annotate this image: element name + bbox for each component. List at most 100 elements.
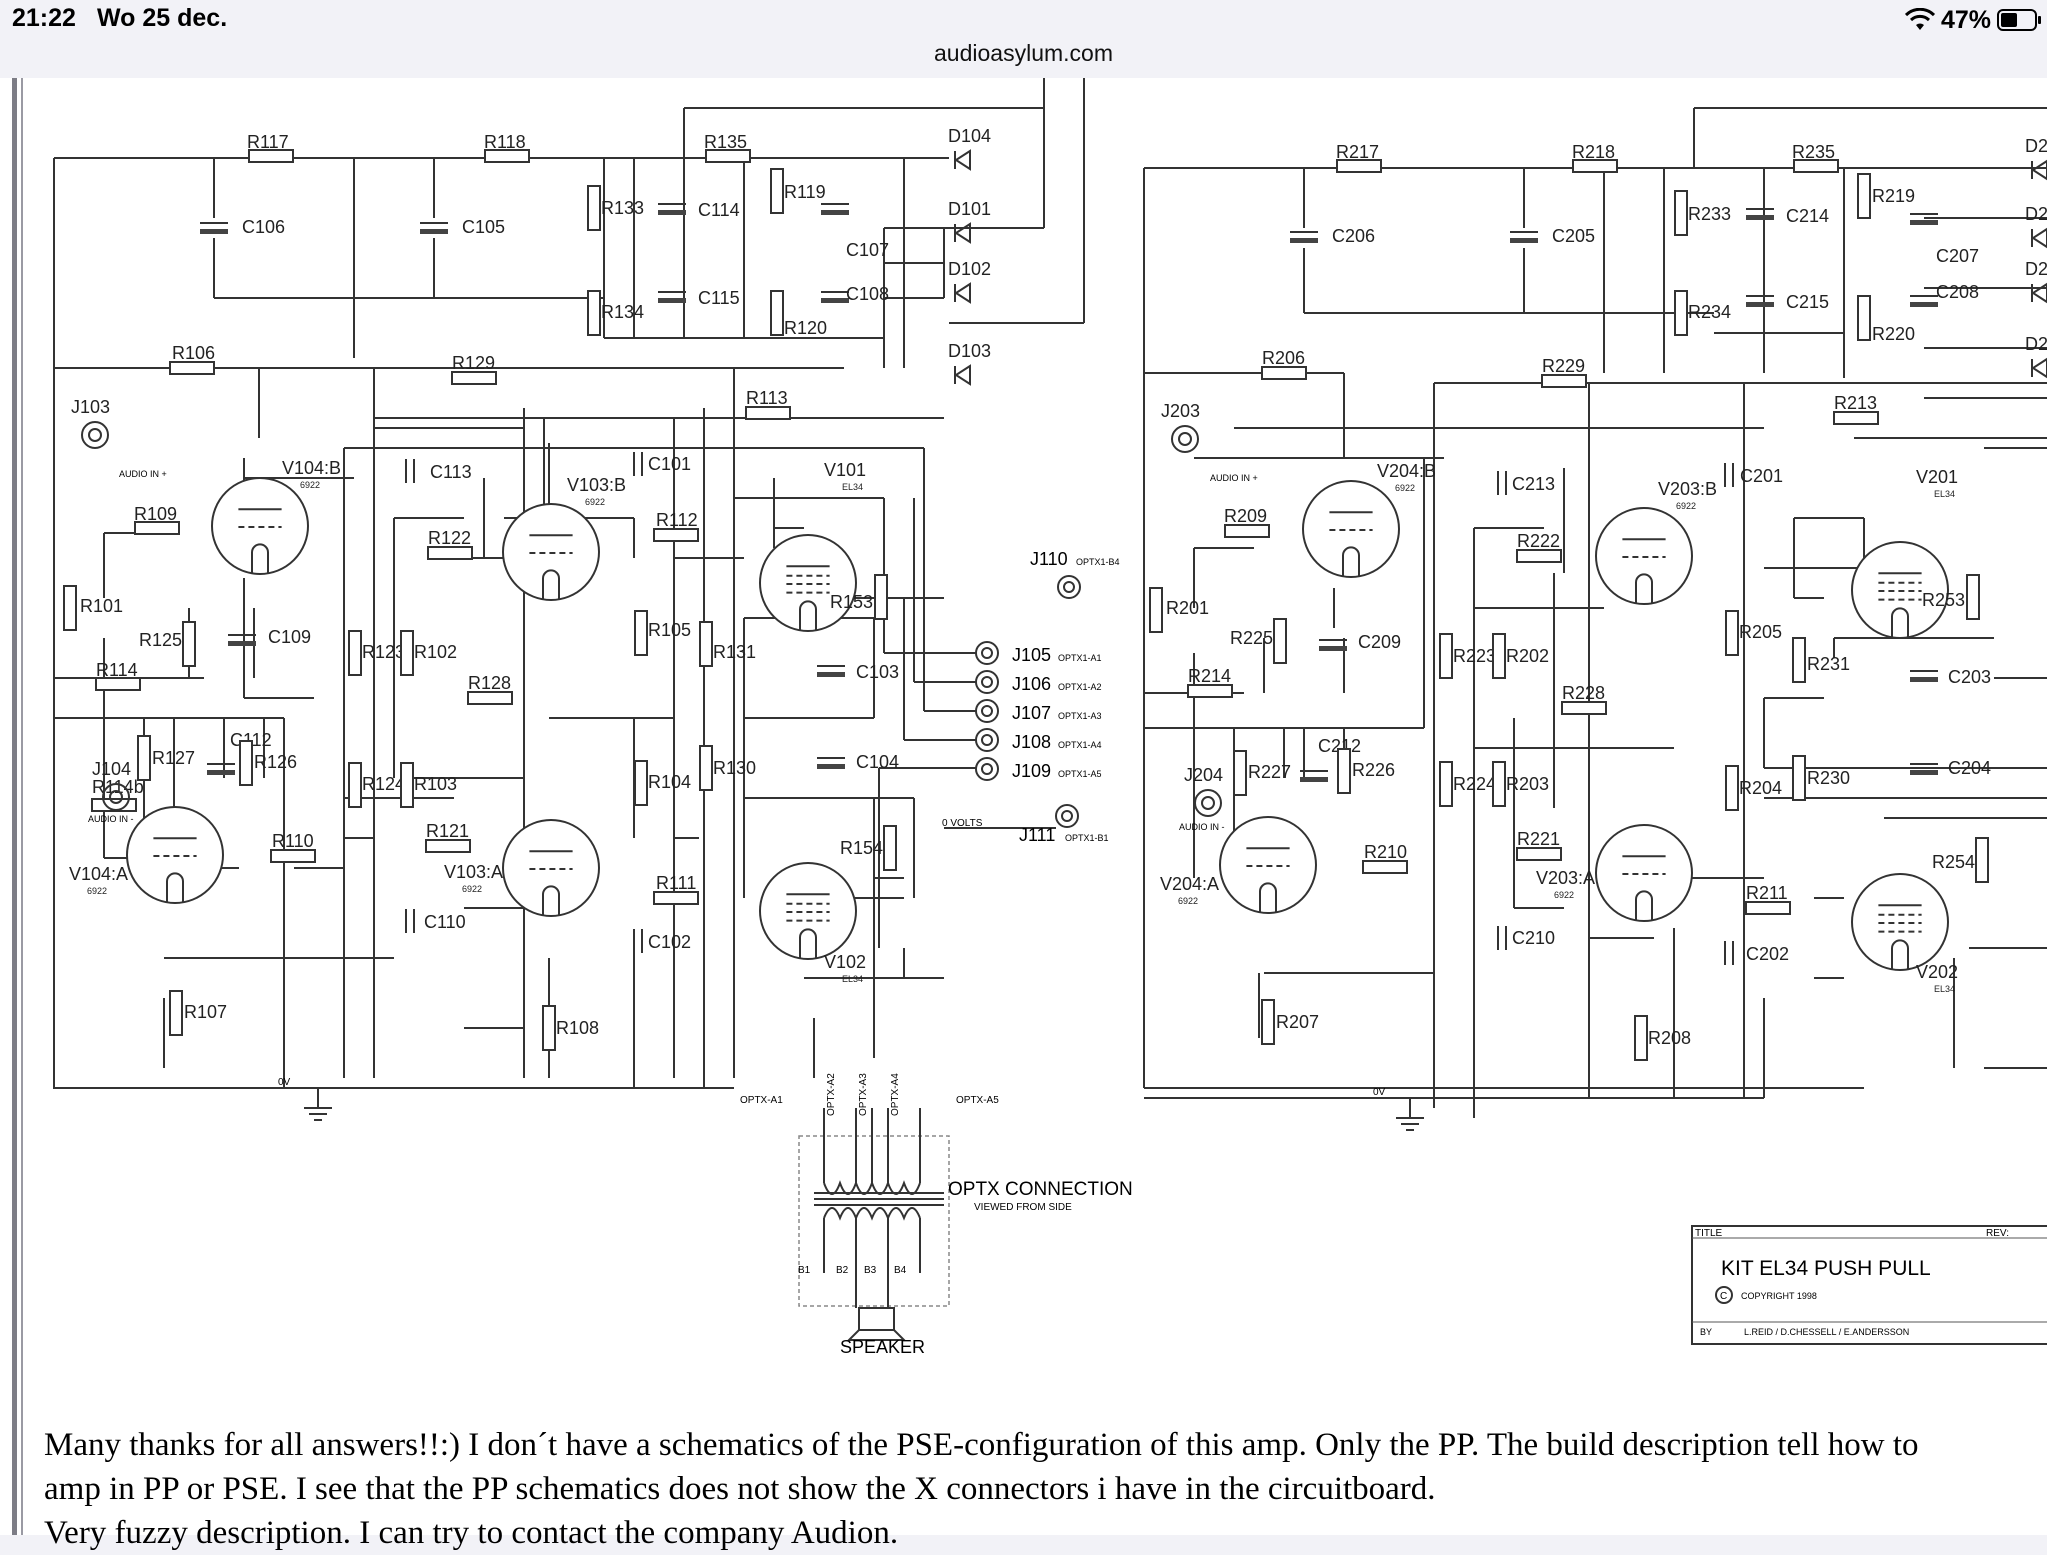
- resistor-label-r125: R125: [139, 630, 182, 650]
- resistor-r110: [270, 849, 316, 863]
- resistor-r205: [1725, 610, 1739, 656]
- resistor-label-r203: R203: [1506, 774, 1549, 794]
- resistor-r224: [1439, 761, 1453, 807]
- resistor-r112: [653, 528, 699, 542]
- capacitor-c103: [817, 665, 845, 677]
- capacitor-label-c105: C105: [462, 217, 505, 237]
- optx-tap-a3: OPTX-A3: [858, 1073, 869, 1116]
- capacitor-c104: [817, 757, 845, 769]
- resistor-label-r204: R204: [1739, 778, 1782, 798]
- url-bar[interactable]: audioasylum.com: [0, 38, 2047, 78]
- capacitor-label-c108: C108: [846, 284, 889, 304]
- post-line-2: amp in PP or PSE. I see that the PP sche…: [44, 1471, 1436, 1507]
- resistor-r121: [425, 839, 471, 853]
- capacitor-c106: [200, 222, 228, 234]
- resistor-r109: [134, 521, 180, 535]
- resistor-label-r118: R118: [484, 132, 526, 152]
- resistor-r217: [1336, 159, 1382, 173]
- secondary-b4: B4: [894, 1265, 907, 1276]
- capacitor-label-c109: C109: [268, 627, 311, 647]
- resistor-r123: [348, 630, 362, 676]
- resistor-label-r108: R108: [556, 1018, 599, 1038]
- optx-transformer: [798, 1108, 950, 1341]
- capacitor-label-c115: C115: [698, 288, 740, 308]
- capacitor-c209: [1319, 639, 1347, 651]
- connector-j109: J109: [1012, 761, 1051, 781]
- resistor-r206: [1261, 366, 1307, 380]
- resistor-label-r135: R135: [704, 132, 747, 152]
- tube-v202: [1851, 873, 1949, 971]
- tube-v102: [759, 862, 857, 960]
- zero-volts-label: 0 VOLTS: [942, 818, 983, 829]
- resistor-r219: [1857, 173, 1871, 219]
- diode-d2: [2031, 159, 2047, 181]
- diode-label-d101: D101: [948, 199, 991, 219]
- optx-label: OPTX CONNECTION: [948, 1179, 1133, 1200]
- tube-v103-b: [502, 503, 600, 601]
- resistor-r231: [1792, 637, 1806, 683]
- resistor-label-r208: R208: [1648, 1028, 1691, 1048]
- capacitor-c110: [405, 909, 415, 933]
- resistor-label-r102: R102: [414, 642, 457, 662]
- resistor-r210: [1362, 860, 1408, 874]
- ground-symbols: [304, 1088, 1424, 1131]
- resistor-label-r227: R227: [1248, 762, 1291, 782]
- resistor-r125: [182, 621, 196, 667]
- resistor-label-r210: R210: [1364, 842, 1407, 862]
- resistor-r228: [1561, 701, 1607, 715]
- post-line-3: Very fuzzy description. I can try to con…: [44, 1515, 899, 1551]
- title-block-by: L.REID / D.CHESSELL / E.ANDERSSON: [1744, 1327, 1909, 1337]
- capacitor-label-c101: C101: [648, 454, 691, 474]
- title-block-rev-label: REV:: [1986, 1228, 2009, 1239]
- connector-j109-sig: OPTX1-A5: [1058, 769, 1102, 779]
- speaker-label: SPEAKER: [840, 1337, 925, 1357]
- resistor-label-r114: R114: [96, 660, 138, 680]
- diode-label-d104: D104: [948, 126, 991, 146]
- optx-connectors: [975, 575, 1081, 828]
- resistor-label-r129: R129: [452, 353, 495, 373]
- connector-j108-sig: OPTX1-A4: [1058, 740, 1102, 750]
- resistor-label-r133: R133: [601, 198, 644, 218]
- optx-tap-a1: OPTX-A1: [740, 1095, 783, 1106]
- diode-d103: [954, 364, 971, 386]
- diode-d104: [954, 149, 971, 171]
- tube-type-v203-b: 6922: [1676, 501, 1696, 511]
- resistor-r207: [1261, 999, 1275, 1045]
- resistor-label-r224: R224: [1453, 774, 1496, 794]
- connector-j106: J106: [1012, 674, 1051, 694]
- resistor-r233: [1674, 190, 1688, 236]
- battery-percent: 47%: [1940, 5, 1991, 34]
- diode-label-d2: D2: [2025, 204, 2047, 224]
- tube-v101: [759, 534, 857, 632]
- resistor-label-r127: R127: [152, 748, 195, 768]
- resistor-label-r230: R230: [1807, 768, 1850, 788]
- connector-j105: J105: [1012, 645, 1051, 665]
- diode-label-d102: D102: [948, 259, 991, 279]
- quote-rule: [12, 78, 17, 1535]
- resistor-r230: [1792, 755, 1806, 801]
- resistor-label-r106: R106: [172, 343, 215, 363]
- zero-volt-right: 0V: [1373, 1087, 1386, 1098]
- tube-v204-a: [1219, 816, 1317, 914]
- resistor-label-r202: R202: [1506, 646, 1549, 666]
- resistor-r117: [248, 149, 294, 163]
- tube-v103-a: [502, 819, 600, 917]
- post-line-1: Many thanks for all answers!!:) I don´t …: [44, 1427, 1919, 1463]
- resistor-r114: [95, 677, 141, 691]
- resistor-r134: [587, 290, 601, 336]
- connector-j108: J108: [1012, 732, 1051, 752]
- capacitor-label-c208: C208: [1936, 282, 1979, 302]
- diode-d2: [2031, 357, 2047, 379]
- capacitor-label-c107: C107: [846, 240, 889, 260]
- resistor-r104: [634, 760, 648, 806]
- resistor-r108: [542, 1005, 556, 1051]
- connector-j110: J110: [1030, 549, 1068, 569]
- title-block-copyright: COPYRIGHT 1998: [1741, 1291, 1817, 1301]
- diode-label-d2: D2: [2025, 334, 2047, 354]
- diode-label-d2: D2: [2025, 259, 2047, 279]
- resistor-label-r122: R122: [428, 528, 471, 548]
- tube-type-v103-b: 6922: [585, 497, 605, 507]
- optx-tap-a5: OPTX-A5: [956, 1095, 999, 1106]
- resistor-label-r206: R206: [1262, 348, 1305, 368]
- resistor-r107: [169, 990, 183, 1036]
